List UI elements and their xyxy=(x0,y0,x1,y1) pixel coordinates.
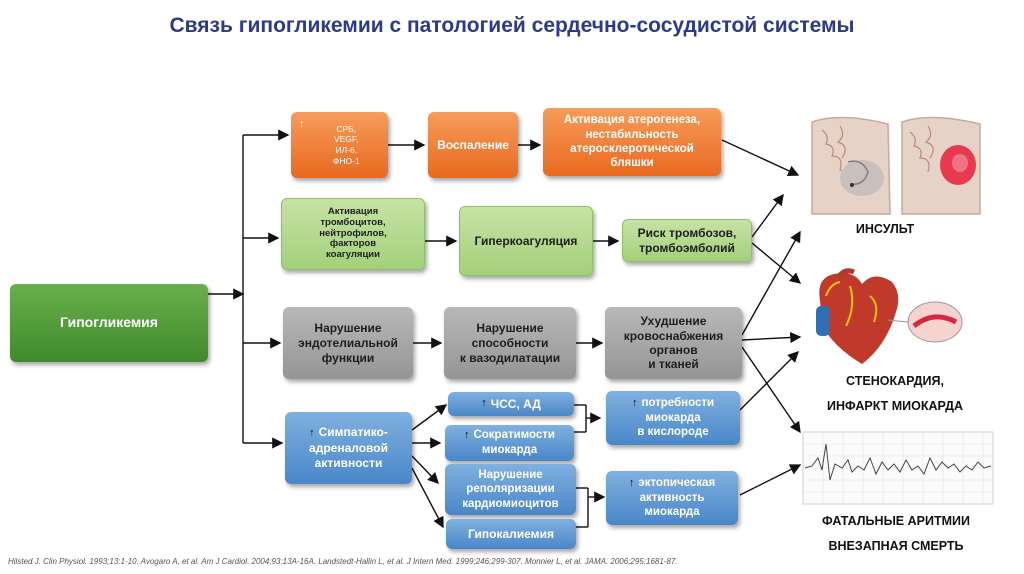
inflammation-label: Воспаление xyxy=(437,137,509,152)
activation-box: Активация тромбоцитов, нейтрофилов, факт… xyxy=(281,198,425,270)
sympatho-line-2: адреналовой xyxy=(309,440,388,455)
ectopic-line-1: эктопическая xyxy=(638,477,716,490)
outcome-sudden-death: ВНЕЗАПНАЯ СМЕРТЬ xyxy=(828,539,964,553)
ectopic-activity-box: ↑эктопическая активность миокарда xyxy=(606,471,738,525)
endothelial-box: Нарушение эндотелиальной функции xyxy=(283,307,413,379)
vasodilation-line-3: к вазодилатации xyxy=(459,350,561,365)
hypokalemia-label: Гипокалиемия xyxy=(468,526,554,541)
thrombosis-line-2: тромбоэмболий xyxy=(639,240,735,255)
atherogenesis-line-1: Активация атерогенеза, xyxy=(563,114,701,127)
repolarization-line-1: Нарушение xyxy=(478,468,543,481)
atherogenesis-line-3: атеросклеротической xyxy=(570,143,694,155)
up-arrow-icon: ↑ xyxy=(481,397,487,410)
up-arrow-icon: ↑ xyxy=(463,429,470,442)
hypercoagulation-box: Гиперкоагуляция xyxy=(459,206,593,276)
contractility-line-2: миокарда xyxy=(481,444,538,457)
marker-vegf: VEGF, xyxy=(333,134,359,145)
contractility-box: ↑Сократимости миокарда xyxy=(445,425,574,461)
marker-il6: ИЛ-6, xyxy=(335,145,358,155)
reference-citation: Hilsted J. Clin Physiol. 1993;13:1-10. A… xyxy=(8,557,678,566)
repolarization-line-2: реполяризации xyxy=(466,483,555,496)
blood-supply-line-4: и тканей xyxy=(648,357,699,372)
sympatho-line-3: активности xyxy=(314,455,383,470)
endothelial-line-2: эндотелиальной xyxy=(298,335,398,350)
page-title: Связь гипогликемии с патологией сердечно… xyxy=(169,14,855,37)
up-arrow-icon: ↑ xyxy=(299,118,305,130)
up-arrow-icon: ↑ xyxy=(309,427,315,440)
hypoglycemia-box: Гипогликемия xyxy=(10,284,208,362)
oxygen-demand-box: ↑потребности миокарда в кислороде xyxy=(606,391,740,445)
outcome-arrhythmia: ФАТАЛЬНЫЕ АРИТМИИ xyxy=(822,514,970,528)
atherogenesis-line-4: бляшки xyxy=(610,157,654,170)
oxygen-line-3: в кислороде xyxy=(637,426,709,439)
hypoglycemia-label: Гипогликемия xyxy=(60,314,158,331)
activation-line-1: Активация xyxy=(327,205,379,217)
endothelial-line-3: функции xyxy=(321,350,375,365)
blood-supply-line-1: Ухудшение xyxy=(640,314,707,329)
activation-line-2: тромбоцитов, xyxy=(320,216,386,228)
marker-tnf: ФНО-1 xyxy=(332,155,360,166)
inflammation-box: Воспаление xyxy=(428,112,518,178)
thrombosis-risk-box: Риск тромбозов, тромбоэмболий xyxy=(622,219,752,262)
ectopic-line-2: активность xyxy=(639,492,705,504)
outcome-stroke: ИНСУЛЬТ xyxy=(855,222,915,236)
outcome-angina: СТЕНОКАРДИЯ, xyxy=(846,374,944,388)
up-arrow-icon: ↑ xyxy=(628,477,635,490)
marker-crp: СРБ, xyxy=(336,123,357,134)
outcome-mi: ИНФАРКТ МИОКАРДА xyxy=(826,399,964,413)
atherogenesis-line-2: нестабильность xyxy=(585,128,679,141)
activation-line-3: нейтрофилов, xyxy=(319,227,387,239)
contractility-line-1: Сократимости xyxy=(473,429,556,442)
blood-supply-line-2: кровоснабжения xyxy=(623,328,724,343)
up-arrow-icon: ↑ xyxy=(631,397,638,410)
blood-supply-line-3: органов xyxy=(649,343,698,357)
hypokalemia-box: Гипокалиемия xyxy=(446,519,576,549)
hypercoagulation-label: Гиперкоагуляция xyxy=(474,233,578,248)
oxygen-line-2: миокарда xyxy=(645,412,701,424)
blood-supply-box: Ухудшение кровоснабжения органов и ткане… xyxy=(605,307,742,379)
repolarization-box: Нарушение реполяризации кардиомиоцитов xyxy=(445,464,576,515)
activation-line-4: факторов xyxy=(329,238,377,250)
inflammatory-markers-box: ↑ СРБ, VEGF, ИЛ-6, ФНО-1 xyxy=(291,112,388,178)
hr-bp-box: ↑ ЧСС, АД xyxy=(448,392,574,416)
vasodilation-line-1: Нарушение xyxy=(476,320,544,335)
repolarization-line-3: кардиомиоцитов xyxy=(462,497,559,510)
vasodilation-line-2: способности xyxy=(471,335,549,350)
activation-line-5: коагуляции xyxy=(326,249,380,261)
oxygen-line-1: потребности xyxy=(641,397,715,410)
sympathoadrenal-box: ↑Симпатико- адреналовой активности xyxy=(285,412,412,484)
endothelial-line-1: Нарушение xyxy=(314,320,382,335)
sympatho-line-1: Симпатико- xyxy=(318,425,388,440)
thrombosis-line-1: Риск тромбозов, xyxy=(637,225,737,240)
ectopic-line-3: миокарда xyxy=(644,506,700,519)
hr-bp-label: ЧСС, АД xyxy=(490,396,541,411)
atherogenesis-box: Активация атерогенеза, нестабильность ат… xyxy=(543,108,721,176)
vasodilation-box: Нарушение способности к вазодилатации xyxy=(444,307,576,379)
